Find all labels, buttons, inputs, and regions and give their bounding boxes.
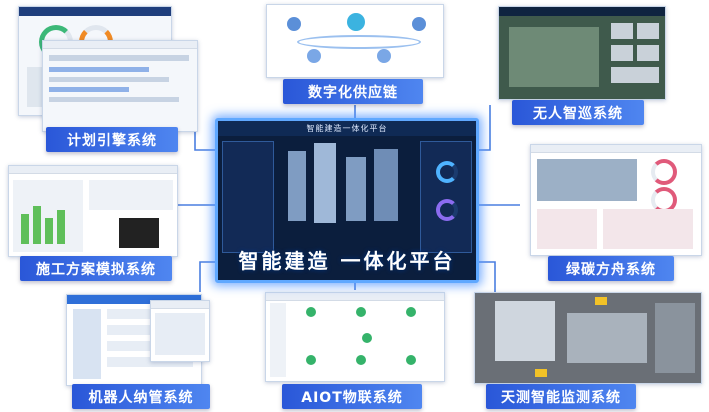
central-platform: 智能建造一体化平台 智能建造 一体化平台 — [215, 118, 479, 283]
building-model — [346, 157, 366, 221]
central-platform-title: 智能建造 一体化平台 — [238, 249, 456, 273]
patrol-screenshot — [498, 6, 666, 100]
system-label-plan: 计划引擎系统 — [46, 127, 178, 152]
carbon-screenshot — [530, 144, 702, 256]
system-label-supply: 数字化供应链 — [283, 79, 423, 104]
robot-screenshot-2 — [150, 300, 210, 362]
system-label-aiot: AIOT物联系统 — [282, 384, 422, 409]
aiot-screenshot — [265, 292, 445, 382]
plan-engine-screenshot-2 — [42, 40, 198, 132]
system-label-robot: 机器人纳管系统 — [72, 384, 210, 409]
construction-sim-screenshot — [8, 165, 178, 257]
central-platform-header: 智能建造一体化平台 — [218, 121, 476, 136]
supply-chain-diagram — [266, 4, 444, 78]
system-label-carbon: 绿碳方舟系统 — [548, 256, 674, 281]
system-label-monitor: 天测智能监测系统 — [486, 384, 636, 409]
monitor-screenshot — [474, 292, 702, 384]
system-label-construction: 施工方案模拟系统 — [20, 256, 172, 281]
left-data-panel — [222, 141, 274, 253]
building-model — [314, 143, 336, 223]
building-model — [374, 149, 398, 221]
right-data-panel — [420, 141, 472, 253]
building-model — [288, 151, 306, 221]
system-label-patrol: 无人智巡系统 — [512, 100, 644, 125]
